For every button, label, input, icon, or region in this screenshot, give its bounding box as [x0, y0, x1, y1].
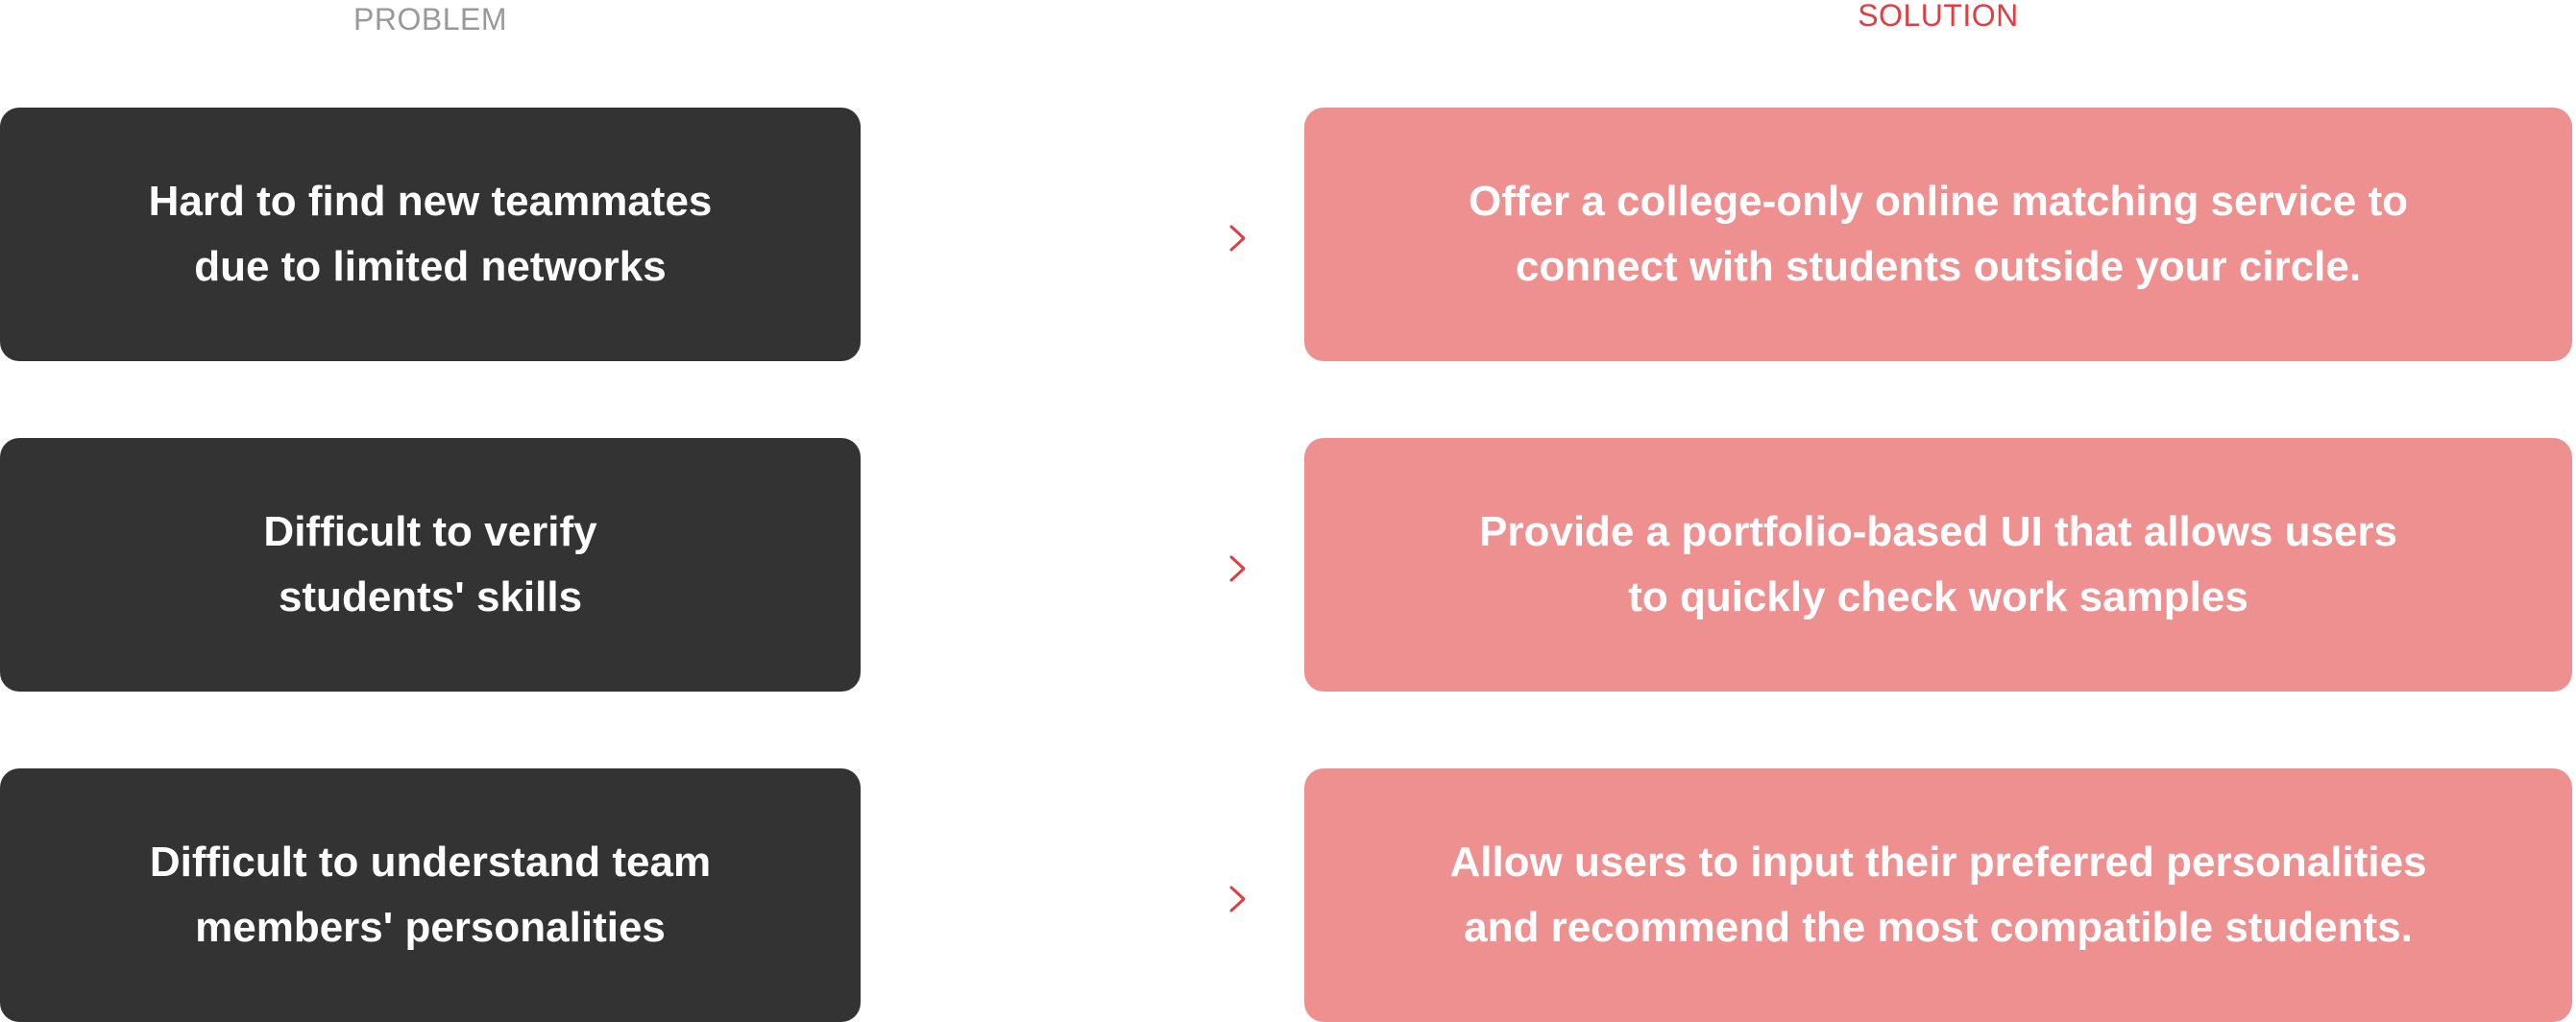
solution-box-3: Allow users to input their preferred per… [1304, 768, 2572, 1022]
solution-heading: SOLUTION [1858, 0, 2019, 33]
solution-text-2: Provide a portfolio-based UI that allows… [1479, 508, 2397, 620]
problem-box-1: Hard to find new teammates due to limite… [0, 108, 861, 361]
dashed-arrow-icon-3 [922, 886, 1246, 912]
problem-box-3: Difficult to understand team members' pe… [0, 768, 861, 1022]
problem-text-1: Hard to find new teammates due to limite… [148, 178, 713, 290]
problem-text-3: Difficult to understand team members' pe… [149, 839, 712, 951]
solution-box-2: Provide a portfolio-based UI that allows… [1304, 438, 2572, 692]
dashed-arrow-icon-1 [922, 225, 1246, 252]
problem-text-2: Difficult to verify students' skills [263, 508, 597, 620]
problem-box-2: Difficult to verify students' skills [0, 438, 861, 692]
solution-box-1: Offer a college-only online matching ser… [1304, 108, 2572, 361]
dashed-arrow-icon-2 [922, 555, 1246, 582]
solution-text-1: Offer a college-only online matching ser… [1468, 178, 2408, 290]
problem-heading: PROBLEM [353, 2, 507, 36]
solution-text-3: Allow users to input their preferred per… [1449, 839, 2427, 951]
